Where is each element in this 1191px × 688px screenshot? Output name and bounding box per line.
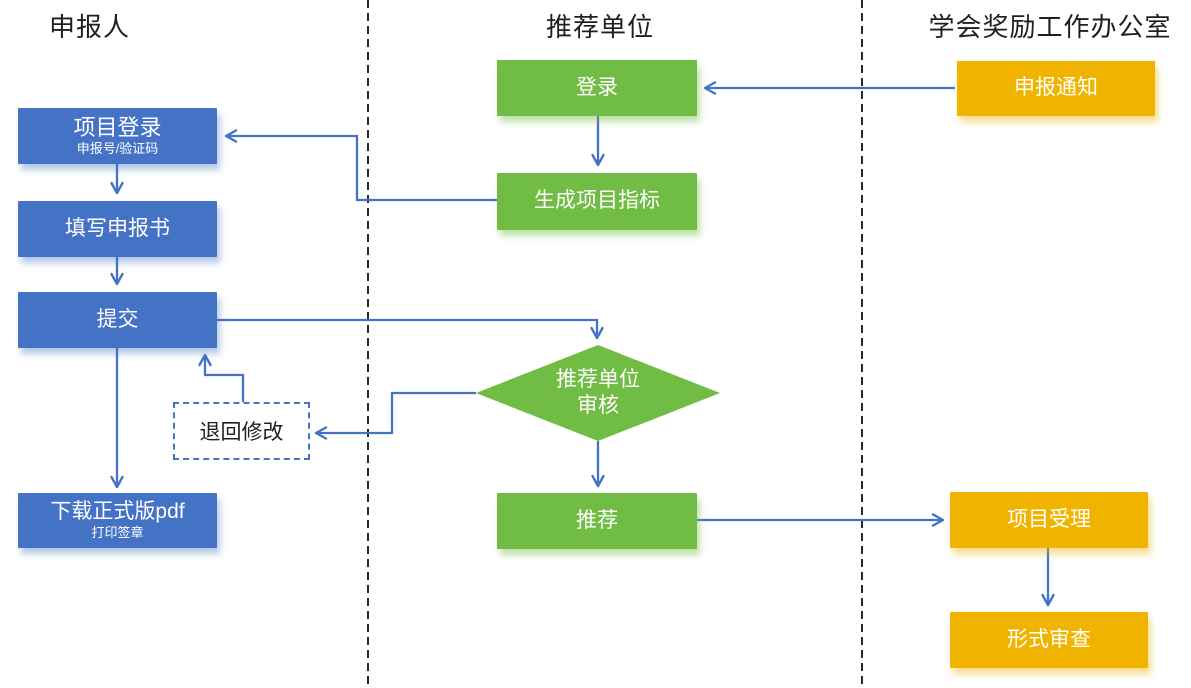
- decision-diamond-label: 推荐单位 审核: [476, 345, 720, 441]
- node-return-modify-title: 退回修改: [199, 421, 284, 444]
- node-recommend-title: 推荐: [576, 508, 618, 532]
- arrow-submit-to-review: [217, 318, 604, 340]
- node-format-title: 形式审查: [1007, 627, 1091, 651]
- node-project-acceptance: 项目受理: [950, 492, 1148, 548]
- node-project-login-subtitle: 申报号/验证码: [76, 141, 159, 157]
- node-notice-title: 申报通知: [1014, 76, 1098, 100]
- arrow-return-to-submit: [198, 353, 245, 402]
- node-submit-title: 提交: [96, 307, 139, 331]
- node-format-review: 形式审查: [950, 612, 1148, 668]
- arrow-review-to-return: [314, 391, 476, 440]
- node-login-title: 登录: [576, 75, 618, 99]
- lane-title-award-office: 学会奖励工作办公室: [928, 12, 1172, 42]
- node-download-pdf-subtitle: 打印签章: [91, 525, 144, 541]
- node-generate-title: 生成项目指标: [534, 189, 660, 213]
- decision-label-line1: 推荐单位: [556, 367, 640, 391]
- node-application-notice: 申报通知: [957, 61, 1155, 116]
- arrow-generate-to-project-login: [224, 129, 497, 202]
- node-project-login-title: 项目登录: [73, 114, 162, 140]
- node-fill-form-title: 填写申报书: [65, 216, 170, 240]
- node-download-pdf-title: 下载正式版pdf: [50, 499, 185, 523]
- node-submit: 提交: [18, 292, 217, 348]
- lane-title-applicant: 申报人: [49, 12, 131, 42]
- node-accept-title: 项目受理: [1007, 507, 1091, 531]
- node-login: 登录: [497, 60, 697, 116]
- node-fill-application-form: 填写申报书: [18, 201, 217, 257]
- node-generate-project-quota: 生成项目指标: [497, 173, 697, 230]
- node-unit-review-decision: 推荐单位 审核: [476, 345, 720, 441]
- lane-title-recommending-unit: 推荐单位: [545, 12, 654, 42]
- node-return-for-modification: 退回修改: [173, 402, 310, 460]
- node-project-login: 项目登录 申报号/验证码: [18, 108, 217, 164]
- node-recommend: 推荐: [497, 493, 697, 549]
- node-download-pdf: 下载正式版pdf 打印签章: [18, 493, 217, 548]
- decision-label-line2: 审核: [577, 394, 619, 417]
